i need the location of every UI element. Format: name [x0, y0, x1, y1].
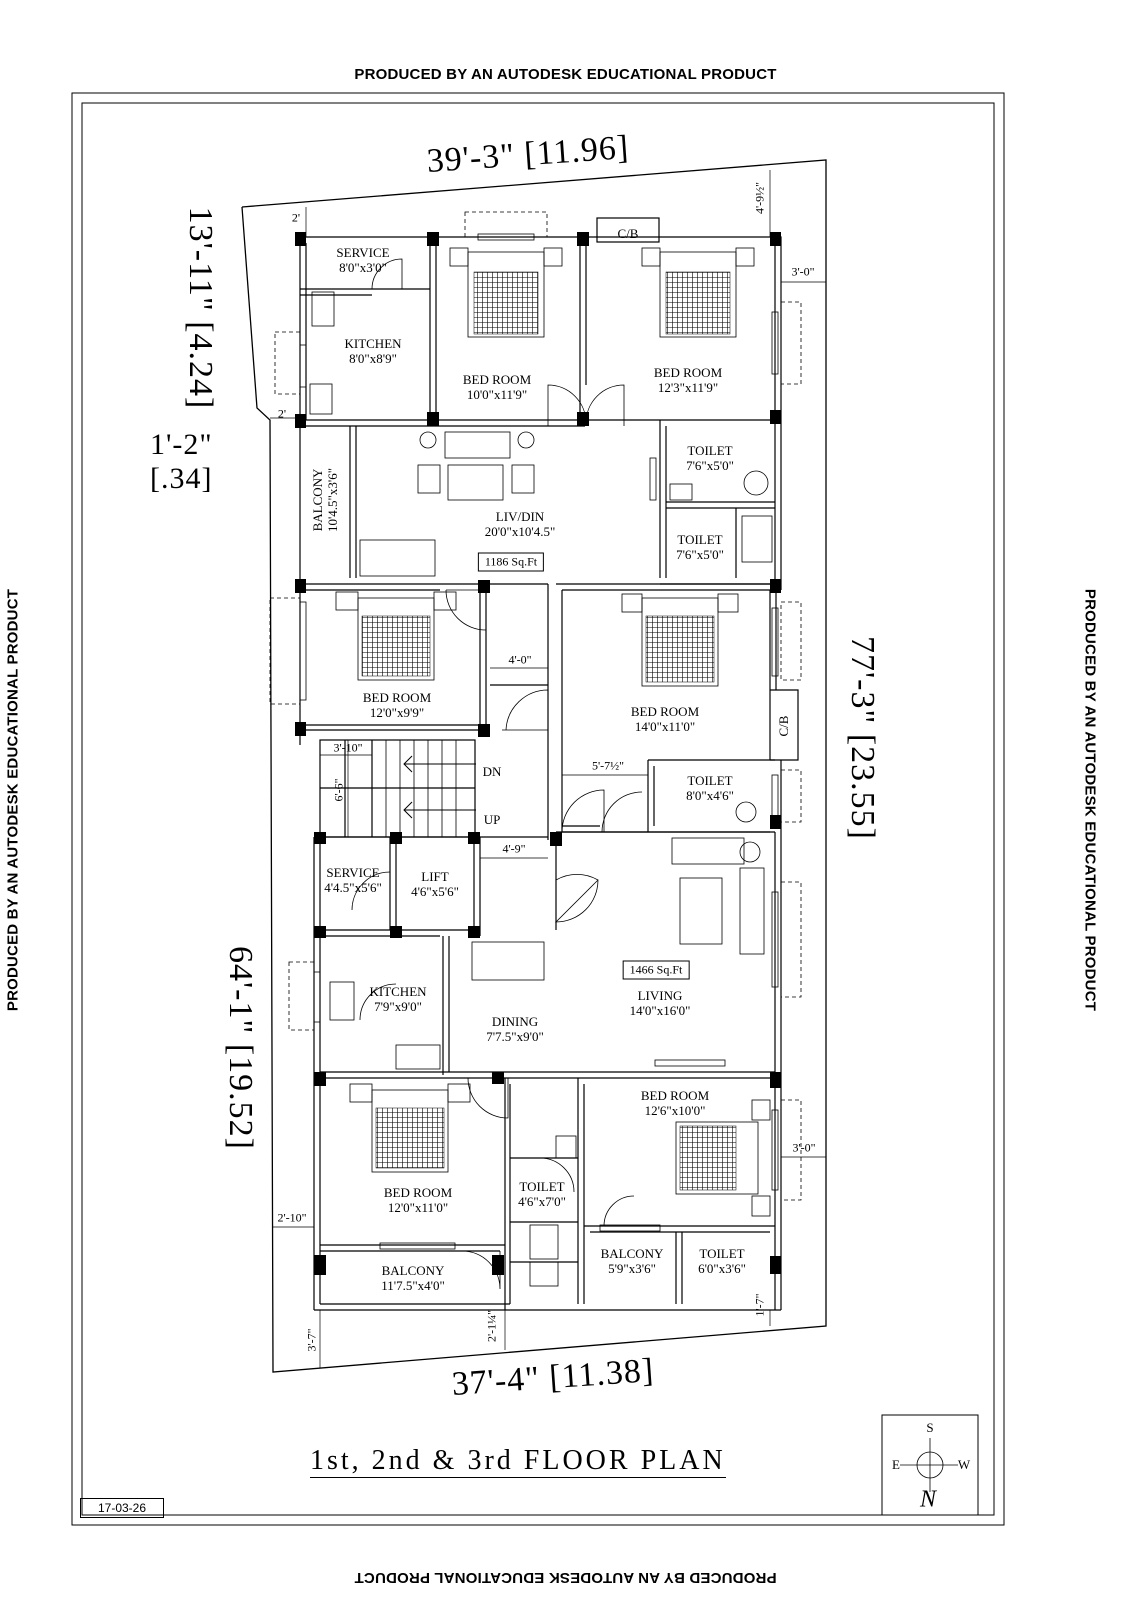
dim-3-10: 3'-10" [333, 740, 363, 755]
plot-dim-right: 77'-3" [23.55] [844, 636, 881, 840]
watermark-left: PRODUCED BY AN AUTODESK EDUCATIONAL PROD… [4, 588, 22, 1012]
dim-3-7: 3'-7" [304, 1328, 319, 1352]
dim-1-7: 1'-7" [752, 1293, 767, 1317]
compass-s: S [926, 1420, 934, 1435]
dim-2-10: 2'-10" [277, 1210, 307, 1225]
columns [295, 232, 781, 1275]
cb-label-right: C/B [776, 715, 791, 737]
watermark-right: PRODUCED BY AN AUTODESK EDUCATIONAL PROD… [1081, 588, 1099, 1012]
window-frames [299, 233, 779, 1250]
plot-dim-upper-left: 13'-11" [4.24] [182, 206, 219, 410]
furniture [309, 291, 773, 1287]
dim-2-left: 2' [277, 406, 287, 421]
building-walls [299, 217, 799, 1311]
dim-2-top: 2' [291, 210, 301, 225]
cb-label-top: C/B [617, 226, 639, 241]
dim-3-0-bottom: 3'-0" [792, 1140, 816, 1155]
bed-hatching [361, 271, 737, 1191]
door-swings [351, 258, 643, 1290]
dim-3-0-top: 3'-0" [791, 264, 815, 279]
dim-4-9-half: 4'-9½" [752, 181, 767, 215]
area-upper-flat: 1186 Sq.Ft [477, 552, 545, 572]
area-lower-flat: 1466 Sq.Ft [622, 960, 690, 980]
compass-e: E [892, 1457, 900, 1472]
bed-pillows [335, 247, 771, 1217]
dim-5-7-half: 5'-7½" [591, 758, 625, 773]
sheet-inner-border [81, 102, 995, 1516]
stair-dn-label: DN [482, 764, 502, 779]
sheet-outer-border [71, 92, 1005, 1526]
compass-box [881, 1414, 979, 1516]
watermark-top: PRODUCED BY AN AUTODESK EDUCATIONAL PROD… [354, 66, 777, 83]
plot-boundary [241, 159, 827, 1373]
dim-4-0: 4'-0" [508, 652, 532, 667]
dim-4-9: 4'-9" [502, 841, 526, 856]
stair-arrows [403, 755, 476, 819]
plot-dim-left: 64'-1" [19.52] [222, 946, 259, 1150]
drawing-date: 17-03-26 [80, 1498, 164, 1518]
watermark-bottom: PRODUCED BY AN AUTODESK EDUCATIONAL PROD… [354, 1569, 777, 1586]
dim-2-1-quarter: 2'-1¼" [484, 1309, 499, 1343]
compass-w: W [957, 1457, 971, 1472]
stair-up-label: UP [483, 812, 501, 827]
drawing-title: 1st, 2nd & 3rd FLOOR PLAN [310, 1445, 726, 1478]
plot-dim-jog: 1'-2" [.34] [150, 428, 213, 495]
beds [357, 251, 759, 1195]
compass-icon [900, 1438, 958, 1492]
compass-n: N [919, 1486, 937, 1513]
dim-6-6: 6'-6" [331, 778, 346, 802]
